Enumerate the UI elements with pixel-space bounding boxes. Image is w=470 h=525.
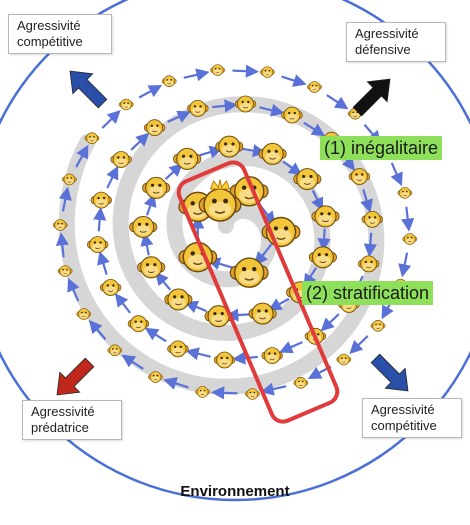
link-arrow [268,297,290,311]
link-arrow [183,68,210,82]
label-inegalitaire: (1) inégalitaire [320,136,443,160]
top-left-line-2: compétitive [17,34,83,49]
link-arrow [317,228,331,252]
monkey-face-icon [90,191,113,209]
monkey-face-icon [210,64,226,76]
link-arrow [401,206,415,232]
monkey-face-icon [86,236,109,254]
monkey-face-icon [336,353,352,366]
link-arrow [55,232,69,258]
bottom-left-line-1: Agressivité [31,404,95,419]
link-arrow [210,386,238,400]
link-arrow [282,160,303,176]
link-arrow [93,206,107,232]
link-arrow [349,335,369,355]
link-arrow [75,144,89,168]
link-arrow [67,277,80,302]
link-arrow [232,64,260,78]
label-bottom-left: Agressivité prédatrice [22,400,122,440]
monkey-face-icon [167,340,189,358]
link-arrow [106,165,119,189]
monkey-face-icon [161,75,177,87]
monkey-face-icon [142,176,171,199]
link-arrow [281,74,307,87]
monkey-face-icon [261,347,284,365]
bottom-right-line-1: Agressivité [371,402,435,417]
link-arrow [206,257,235,271]
link-arrow [114,293,131,314]
link-arrow [164,163,183,180]
link-arrow [242,144,267,158]
bottom-left-line-2: prédatrice [31,420,89,435]
direction-arrows [56,70,409,396]
label-top-left: Agressivité compétitive [8,14,112,54]
arrow-bottom-left [56,357,95,396]
link-arrow [155,271,172,291]
crowned-monkey-icon [198,179,242,222]
label-top-right: Agressivité défensive [346,22,446,62]
label-environment: Environnement [180,483,290,500]
link-arrow [101,109,121,129]
arrow-top-left [69,70,108,109]
monkey-face-icon [397,187,413,199]
monkey-face-icon [370,320,386,332]
link-arrow [398,252,412,278]
top-right-line-2: défensive [355,42,411,57]
label-bottom-right: Agressivité compétitive [362,398,462,438]
arrow-top-right [352,78,391,117]
label-stratification: (2) stratification [302,281,434,305]
link-arrow [259,103,285,117]
link-arrow [326,94,349,110]
link-arrow [130,132,150,151]
link-arrow [363,232,377,258]
link-arrow [311,189,324,212]
top-left-line-1: Agressivité [17,18,81,33]
monkey-face-icon [402,233,418,245]
link-arrow [260,382,287,396]
link-arrow [320,313,340,332]
link-arrow [144,327,167,343]
monkey-face-icon [118,98,134,111]
link-arrow [199,145,223,159]
arrow-bottom-right [370,353,409,392]
monkey-hierarchy [52,64,418,400]
link-arrow [303,121,326,137]
link-arrow [254,243,273,266]
link-arrow [163,377,189,390]
link-arrow [167,110,191,123]
link-arrow [185,347,211,361]
link-arrow [140,232,154,256]
top-right-line-1: Agressivité [355,26,419,41]
monkey-face-icon [213,351,236,369]
highlight-box [176,160,340,424]
link-arrow [225,308,250,322]
link-arrow [121,354,144,370]
link-arrow [390,162,403,187]
link-arrow [184,300,207,314]
link-arrow [360,189,373,213]
link-arrow [58,186,72,212]
link-arrow [303,267,318,288]
link-arrow [279,341,303,354]
monkey-face-icon [259,66,275,78]
link-arrow [97,251,110,275]
monkey-face-icon [307,81,322,93]
link-arrow [143,193,157,216]
environment-circle [0,0,470,502]
link-arrow [212,99,238,113]
monkey-face-icon [129,215,158,239]
link-arrow [138,85,163,99]
monkey-face-icon [99,279,122,296]
link-arrow [88,319,107,341]
bottom-right-line-2: compétitive [371,418,437,433]
monkey-face-icon [127,315,150,333]
